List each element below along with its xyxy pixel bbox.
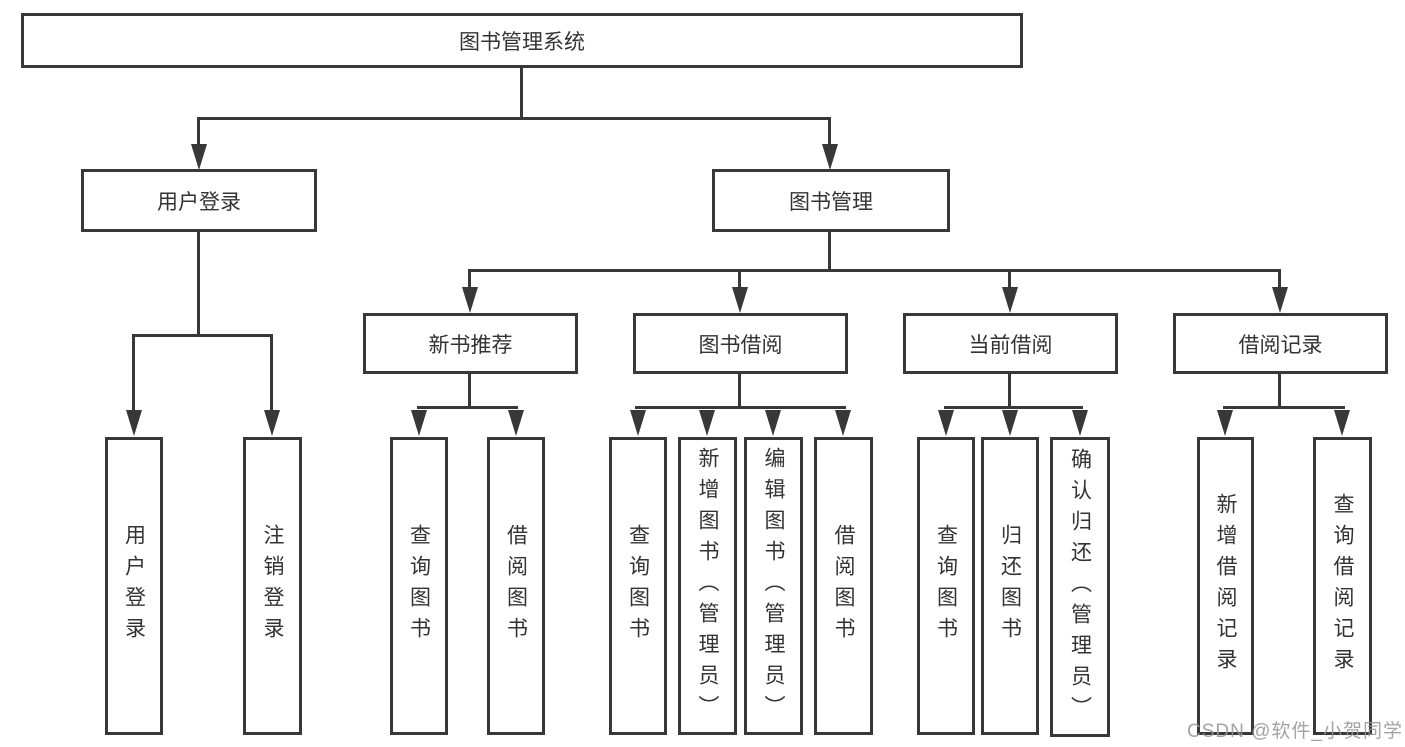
arrow-down-icon <box>1072 410 1088 436</box>
leaf-borrow-add: 新增图书（管理员） <box>678 437 737 735</box>
node-user-login: 用户登录 <box>81 169 317 232</box>
arrow-down-icon <box>938 410 954 436</box>
connector-book-mgmt-bus-line <box>468 269 1281 272</box>
connector-root-drop-line <box>520 68 523 120</box>
node-book-borrow-label: 图书借阅 <box>698 333 783 357</box>
node-book-borrow: 图书借阅 <box>633 313 848 374</box>
node-new-books: 新书推荐 <box>363 313 578 374</box>
arrow-down-icon <box>765 410 781 436</box>
leaf-newbooks-borrow-label: 借阅图书 <box>504 524 528 648</box>
connector-book-borrow-drop-line <box>738 374 741 409</box>
leaf-records-query: 查询借阅记录 <box>1313 437 1372 735</box>
arrow-down-icon <box>732 287 748 313</box>
connector-logout-stub-line <box>270 334 273 414</box>
leaf-current-query-label: 查询图书 <box>934 524 958 648</box>
watermark: CSDN @软件_小贺同学 <box>1187 721 1403 742</box>
connector-book-mgmt-drop-line <box>828 232 831 272</box>
connector-borrow-records-bus-line <box>1223 406 1345 409</box>
connector-current-borrow-drop-line <box>1008 374 1011 409</box>
leaf-logout-label: 注销登录 <box>261 524 284 648</box>
leaf-newbooks-borrow: 借阅图书 <box>487 437 545 735</box>
connector-root-bus-line <box>197 117 831 120</box>
node-user-login-label: 用户登录 <box>157 190 241 214</box>
node-current-borrow: 当前借阅 <box>903 313 1118 374</box>
leaf-logout: 注销登录 <box>243 437 302 735</box>
arrow-down-icon <box>1272 287 1288 313</box>
node-book-mgmt-label: 图书管理 <box>789 190 873 214</box>
connector-borrow-records-stub-line <box>1278 269 1281 292</box>
leaf-current-confirm: 确认归还（管理员） <box>1050 437 1110 737</box>
arrow-down-icon <box>508 410 524 436</box>
arrow-down-icon <box>1217 410 1233 436</box>
arrow-down-icon <box>462 287 478 313</box>
leaf-borrow-query-label: 查询图书 <box>626 524 650 648</box>
node-new-books-label: 新书推荐 <box>428 333 513 357</box>
arrow-down-icon <box>1002 287 1018 313</box>
leaf-current-query: 查询图书 <box>917 437 975 735</box>
arrow-down-icon <box>411 410 427 436</box>
node-book-mgmt: 图书管理 <box>712 169 950 232</box>
node-borrow-records-label: 借阅记录 <box>1238 333 1323 357</box>
arrow-down-icon <box>1334 410 1350 436</box>
node-root-label: 图书管理系统 <box>459 30 585 54</box>
leaf-records-add: 新增借阅记录 <box>1197 437 1254 735</box>
arrow-down-icon <box>126 410 142 436</box>
leaf-borrow-borrow-label: 借阅图书 <box>832 524 855 648</box>
node-root: 图书管理系统 <box>21 13 1023 68</box>
connector-user-login-bus-line <box>132 334 273 337</box>
leaf-records-query-label: 查询借阅记录 <box>1331 493 1354 679</box>
leaf-current-confirm-label: 确认归还（管理员） <box>1068 447 1092 727</box>
connector-login-stub-line <box>132 334 135 414</box>
arrow-down-icon <box>835 410 851 436</box>
connector-borrow-records-drop-line <box>1278 374 1281 409</box>
leaf-borrow-borrow: 借阅图书 <box>814 437 873 735</box>
arrow-down-icon <box>264 410 280 436</box>
leaf-current-return-label: 归还图书 <box>998 524 1022 648</box>
leaf-newbooks-query-label: 查询图书 <box>407 524 431 648</box>
connector-current-borrow-stub-line <box>1008 269 1011 292</box>
connector-user-login-drop-line <box>197 232 200 337</box>
arrow-down-icon <box>699 410 715 436</box>
connector-current-borrow-bus-line <box>944 406 1083 409</box>
arrow-down-icon <box>191 144 207 170</box>
arrow-down-icon <box>1002 410 1018 436</box>
leaf-borrow-query: 查询图书 <box>609 437 667 735</box>
connector-new-books-bus-line <box>417 406 518 409</box>
connector-level2-left-stub-line <box>197 117 200 149</box>
arrow-down-icon <box>822 144 838 170</box>
leaf-borrow-add-label: 新增图书（管理员） <box>696 446 719 726</box>
arrow-down-icon <box>630 410 646 436</box>
leaf-user-login: 用户登录 <box>105 437 163 735</box>
connector-book-borrow-bus-line <box>635 406 846 409</box>
leaf-borrow-edit: 编辑图书（管理员） <box>744 437 803 735</box>
connector-level2-right-stub-line <box>828 117 831 149</box>
leaf-records-add-label: 新增借阅记录 <box>1214 493 1237 679</box>
connector-new-books-drop-line <box>468 374 471 409</box>
leaf-user-login-label: 用户登录 <box>122 524 146 648</box>
leaf-newbooks-query: 查询图书 <box>390 437 448 735</box>
connector-new-books-stub-line <box>468 269 471 292</box>
node-borrow-records: 借阅记录 <box>1173 313 1388 374</box>
leaf-borrow-edit-label: 编辑图书（管理员） <box>762 446 785 726</box>
connector-book-borrow-stub-line <box>738 269 741 292</box>
leaf-current-return: 归还图书 <box>981 437 1039 735</box>
node-current-borrow-label: 当前借阅 <box>968 333 1053 357</box>
